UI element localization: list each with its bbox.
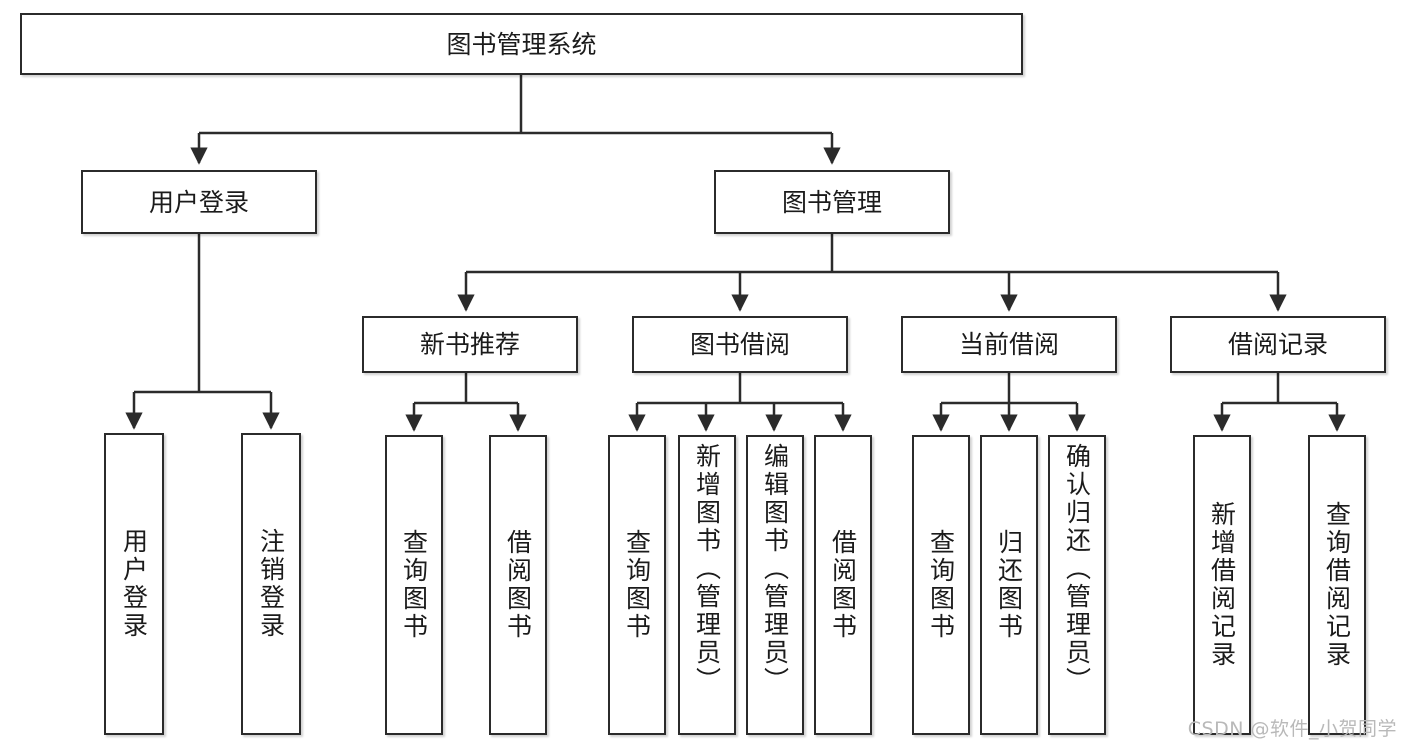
leaf-user-login-logout[interactable]: 注销登录 [241,433,301,735]
leaf-user-login-login[interactable]: 用户登录 [104,433,164,735]
node-label: 借阅图书 [828,529,858,641]
node-new-book-recommendation[interactable]: 新书推荐 [362,316,578,373]
csdn-watermark: CSDN @软件_小贺同学 [1187,718,1397,740]
node-label: 查询图书 [622,529,652,641]
node-label: 借阅图书 [503,529,533,641]
node-label: 确认归还（管理员） [1062,443,1092,695]
node-label: 新书推荐 [419,330,520,359]
leaf-current-query-book[interactable]: 查询图书 [912,435,970,735]
node-label: 归还图书 [994,529,1024,641]
leaf-borrow-query-book[interactable]: 查询图书 [608,435,666,735]
node-label: 编辑图书（管理员） [760,443,790,695]
node-label: 图书借阅 [689,330,790,359]
node-root-book-management-system[interactable]: 图书管理系统 [20,13,1023,75]
node-label: 用户登录 [148,187,249,217]
node-user-login[interactable]: 用户登录 [81,170,317,234]
node-current-borrowing[interactable]: 当前借阅 [901,316,1117,373]
leaf-borrow-edit-book-admin[interactable]: 编辑图书（管理员） [746,435,804,735]
leaf-new-book-borrow-book[interactable]: 借阅图书 [489,435,547,735]
node-label: 查询图书 [399,529,429,641]
leaf-record-query-borrow-record[interactable]: 查询借阅记录 [1308,435,1366,735]
node-label: 图书管理 [781,187,882,217]
leaf-borrow-add-book-admin[interactable]: 新增图书（管理员） [678,435,736,735]
node-label: 用户登录 [119,528,149,640]
node-label: 查询借阅记录 [1322,501,1352,669]
node-label: 新增图书（管理员） [692,443,722,695]
node-label: 借阅记录 [1227,330,1328,359]
leaf-current-confirm-return-admin[interactable]: 确认归还（管理员） [1048,435,1106,735]
node-label: 注销登录 [256,528,286,640]
leaf-new-book-query-book[interactable]: 查询图书 [385,435,443,735]
leaf-current-return-book[interactable]: 归还图书 [980,435,1038,735]
node-label: 查询图书 [926,529,956,641]
node-label: 图书管理系统 [446,29,597,59]
node-label: 当前借阅 [958,330,1059,359]
node-book-borrowing[interactable]: 图书借阅 [632,316,848,373]
leaf-record-add-borrow-record[interactable]: 新增借阅记录 [1193,435,1251,735]
node-borrowing-records[interactable]: 借阅记录 [1170,316,1386,373]
node-book-management[interactable]: 图书管理 [714,170,950,234]
leaf-borrow-borrow-book[interactable]: 借阅图书 [814,435,872,735]
node-label: 新增借阅记录 [1207,501,1237,669]
